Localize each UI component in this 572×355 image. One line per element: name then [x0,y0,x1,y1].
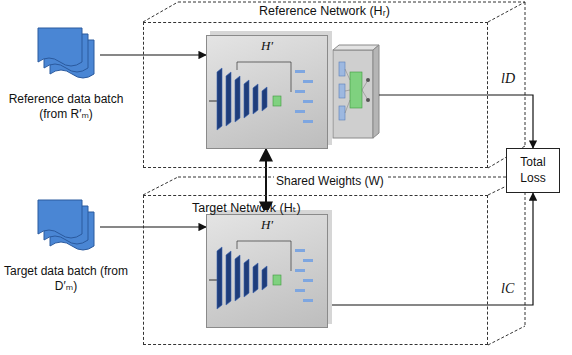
network-box: Target Network (Hₜ) H′ [143,195,488,345]
connector-arrow [100,226,206,227]
classifier-block [333,45,379,138]
classifier-output-line [379,95,488,96]
data-batch: Target data batch (from D′ₘ) [0,196,132,294]
network-box: Reference Network (Hᵣ)H′ [143,22,488,168]
node-label: Reference data batch (from R′ₘ) [0,92,132,122]
node-label: Total Loss [509,155,557,186]
module-name: H′ [207,217,327,233]
node-label: Target data batch (from D′ₘ) [0,264,132,294]
connector-arrow [100,54,206,55]
loss-label: lC [499,281,516,297]
connector-arrow [328,193,533,305]
network-title: Reference Network (Hᵣ) [259,4,390,18]
total-loss-box: Total Loss [506,148,560,193]
edge-label: Shared Weights (W) [274,174,386,188]
data-stack-icon [34,196,98,258]
cnn-illustration [207,235,327,325]
module-name: H′ [207,38,327,54]
network-title: Target Network (Hₜ) [192,200,301,215]
feature-extractor: H′ [206,35,328,149]
loss-label: lD [499,71,517,87]
connector-arrow [488,95,533,148]
cnn-illustration [207,56,327,146]
data-stack-icon [34,24,98,86]
data-batch: Reference data batch (from R′ₘ) [0,24,132,122]
feature-extractor: H′ [206,214,328,328]
